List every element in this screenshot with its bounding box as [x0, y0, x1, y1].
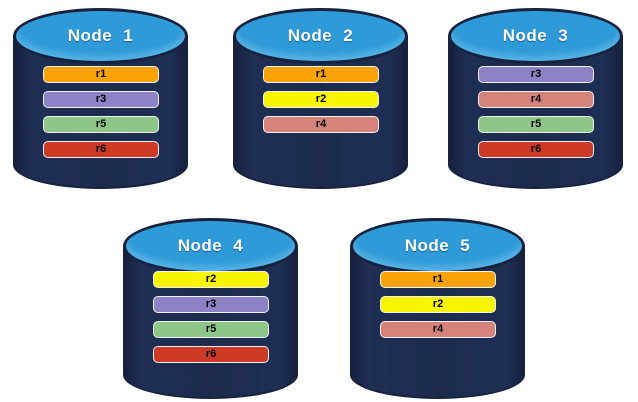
- replica-bar-r3: r3: [478, 66, 594, 83]
- replica-bar-r5: r5: [153, 321, 269, 338]
- node-title: Node 2: [288, 26, 353, 46]
- cylinder-top: Node 1: [13, 8, 188, 64]
- node-3: Node 3 r3 r4 r5 r6: [448, 8, 623, 189]
- node-4: Node 4 r2 r3 r5 r6: [123, 218, 298, 399]
- replica-bar-r3: r3: [43, 91, 159, 108]
- replica-bar-r1: r1: [43, 66, 159, 83]
- node-title-number: 3: [558, 26, 569, 45]
- node-title-number: 4: [233, 236, 244, 255]
- replica-list: r3 r4 r5 r6: [478, 66, 594, 158]
- replica-bar-r6: r6: [478, 141, 594, 158]
- replica-bar-r4: r4: [478, 91, 594, 108]
- node-title-number: 5: [460, 236, 471, 255]
- node-2: Node 2 r1 r2 r4: [233, 8, 408, 189]
- node-1: Node 1 r1 r3 r5 r6: [13, 8, 188, 189]
- node-title: Node 3: [503, 26, 568, 46]
- node-title-word: Node: [287, 26, 333, 45]
- cylinder-top: Node 5: [350, 218, 525, 274]
- replica-bar-r4: r4: [380, 321, 496, 338]
- node-title-word: Node: [67, 26, 113, 45]
- node-title-number: 2: [343, 26, 354, 45]
- replica-bar-r5: r5: [478, 116, 594, 133]
- cylinder-top: Node 4: [123, 218, 298, 274]
- node-title-word: Node: [177, 236, 223, 255]
- replica-bar-r5: r5: [43, 116, 159, 133]
- node-title-word: Node: [502, 26, 548, 45]
- replica-bar-r3: r3: [153, 296, 269, 313]
- replica-bar-r6: r6: [153, 346, 269, 363]
- replica-list: r1 r2 r4: [380, 271, 496, 338]
- node-title: Node 1: [68, 26, 133, 46]
- replica-bar-r6: r6: [43, 141, 159, 158]
- node-title: Node 4: [178, 236, 243, 256]
- cylinder-top: Node 2: [233, 8, 408, 64]
- replica-bar-r1: r1: [380, 271, 496, 288]
- replica-list: r1 r3 r5 r6: [43, 66, 159, 158]
- replica-bar-r2: r2: [153, 271, 269, 288]
- replica-list: r1 r2 r4: [263, 66, 379, 133]
- replica-bar-r2: r2: [380, 296, 496, 313]
- node-title: Node 5: [405, 236, 470, 256]
- cylinder-top: Node 3: [448, 8, 623, 64]
- replica-bar-r1: r1: [263, 66, 379, 83]
- node-title-word: Node: [404, 236, 450, 255]
- node-title-number: 1: [123, 26, 134, 45]
- replica-bar-r2: r2: [263, 91, 379, 108]
- replica-list: r2 r3 r5 r6: [153, 271, 269, 363]
- node-5: Node 5 r1 r2 r4: [350, 218, 525, 399]
- replica-bar-r4: r4: [263, 116, 379, 133]
